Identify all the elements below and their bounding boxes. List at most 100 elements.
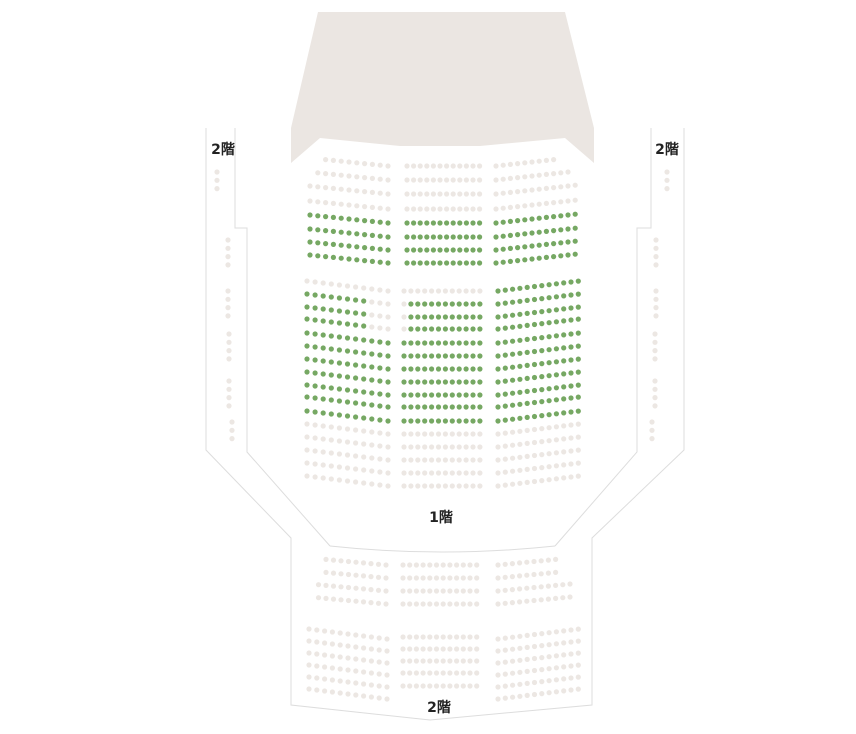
seat-available[interactable] — [328, 294, 334, 300]
seat-available[interactable] — [456, 379, 462, 385]
seat-available[interactable] — [344, 399, 351, 405]
seat-available[interactable] — [411, 220, 417, 226]
seat-available[interactable] — [377, 417, 383, 423]
seat-available[interactable] — [435, 404, 442, 410]
seat-available[interactable] — [539, 348, 545, 354]
seat-available[interactable] — [463, 340, 469, 346]
seat-available[interactable] — [509, 390, 516, 396]
seat-available[interactable] — [408, 418, 414, 424]
seat-available[interactable] — [362, 218, 368, 224]
seat-available[interactable] — [336, 295, 342, 301]
seat-available[interactable] — [354, 257, 360, 263]
seat-available[interactable] — [429, 418, 435, 424]
seat-available[interactable] — [377, 339, 383, 345]
seat-available[interactable] — [546, 334, 552, 340]
seat-available[interactable] — [561, 318, 567, 324]
seat-available[interactable] — [312, 292, 318, 298]
seat-available[interactable] — [493, 247, 499, 253]
seat-available[interactable] — [429, 379, 435, 385]
seat-available[interactable] — [572, 251, 578, 257]
seat-available[interactable] — [507, 232, 513, 238]
seat-available[interactable] — [442, 418, 448, 424]
seat-available[interactable] — [320, 410, 326, 416]
seat-available[interactable] — [369, 390, 375, 396]
seat-available[interactable] — [493, 220, 499, 226]
seat-available[interactable] — [442, 301, 448, 307]
seat-available[interactable] — [435, 326, 442, 332]
seat-available[interactable] — [429, 340, 435, 346]
seat-available[interactable] — [385, 247, 391, 253]
seat-available[interactable] — [344, 387, 351, 393]
seat-available[interactable] — [575, 343, 581, 349]
seat-available[interactable] — [354, 244, 360, 250]
seat-available[interactable] — [553, 359, 560, 365]
seat-available[interactable] — [568, 317, 574, 323]
seat-available[interactable] — [415, 366, 421, 372]
seat-available[interactable] — [338, 229, 344, 235]
seat-available[interactable] — [524, 414, 530, 420]
seat-available[interactable] — [449, 301, 455, 307]
seat-available[interactable] — [304, 394, 310, 400]
seat-available[interactable] — [422, 326, 428, 332]
seat-available[interactable] — [543, 214, 550, 220]
seat-available[interactable] — [477, 340, 483, 346]
seat-available[interactable] — [320, 306, 326, 312]
seat-available[interactable] — [415, 326, 421, 332]
seat-available[interactable] — [463, 392, 469, 398]
seat-available[interactable] — [353, 322, 359, 328]
seat-available[interactable] — [361, 323, 367, 329]
seat-available[interactable] — [437, 220, 443, 226]
seat-available[interactable] — [320, 371, 326, 377]
seat-available[interactable] — [312, 317, 318, 323]
seat-available[interactable] — [575, 408, 581, 414]
seat-available[interactable] — [502, 417, 508, 423]
seat-available[interactable] — [377, 365, 383, 371]
seat-available[interactable] — [575, 316, 581, 322]
seat-available[interactable] — [568, 370, 574, 376]
seat-available[interactable] — [463, 366, 469, 372]
seat-available[interactable] — [495, 340, 501, 346]
seat-available[interactable] — [415, 353, 421, 359]
seat-available[interactable] — [312, 305, 318, 311]
seat-available[interactable] — [502, 378, 508, 384]
seat-available[interactable] — [369, 218, 375, 224]
seat-available[interactable] — [470, 301, 476, 307]
seat-available[interactable] — [524, 388, 530, 394]
seat-available[interactable] — [463, 247, 469, 253]
seat-available[interactable] — [522, 257, 528, 263]
seat-available[interactable] — [558, 240, 564, 246]
seat-available[interactable] — [553, 333, 560, 339]
seat-available[interactable] — [336, 412, 342, 418]
seat-available[interactable] — [500, 233, 506, 239]
seat-available[interactable] — [546, 412, 552, 418]
seat-available[interactable] — [320, 293, 326, 299]
seat-available[interactable] — [411, 260, 417, 266]
seat-available[interactable] — [435, 353, 442, 359]
seat-available[interactable] — [450, 260, 456, 266]
seat-available[interactable] — [565, 252, 571, 258]
seat-available[interactable] — [575, 356, 581, 362]
seat-available[interactable] — [377, 391, 383, 397]
seat-available[interactable] — [353, 375, 359, 381]
seat-available[interactable] — [353, 297, 359, 303]
seat-available[interactable] — [328, 372, 334, 378]
seat-available[interactable] — [354, 231, 360, 237]
seat-available[interactable] — [509, 416, 516, 422]
seat-available[interactable] — [304, 408, 310, 414]
seat-available[interactable] — [457, 247, 463, 253]
seat-available[interactable] — [517, 298, 523, 304]
seat-available[interactable] — [502, 365, 508, 371]
seat-available[interactable] — [546, 373, 552, 379]
seat-available[interactable] — [346, 256, 352, 262]
seat-available[interactable] — [377, 378, 383, 384]
seat-available[interactable] — [493, 234, 499, 240]
seat-available[interactable] — [449, 392, 455, 398]
seat-available[interactable] — [536, 215, 542, 221]
seat-available[interactable] — [422, 301, 428, 307]
seat-available[interactable] — [344, 321, 351, 327]
seat-available[interactable] — [509, 312, 516, 318]
seat-available[interactable] — [422, 379, 428, 385]
seat-available[interactable] — [456, 314, 462, 320]
seat-available[interactable] — [328, 411, 334, 417]
seat-available[interactable] — [312, 409, 318, 415]
